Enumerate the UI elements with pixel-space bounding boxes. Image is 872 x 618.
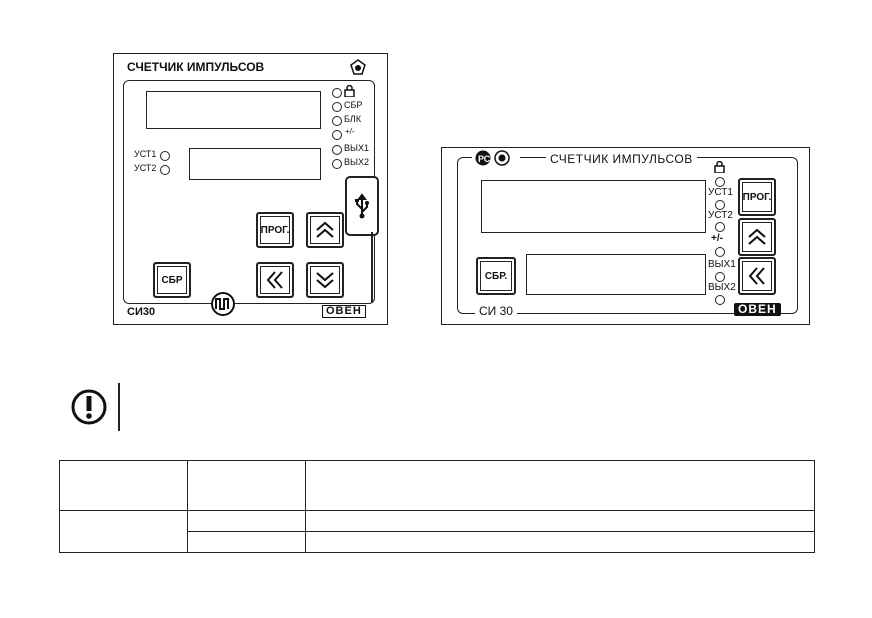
double-left-icon	[266, 271, 283, 289]
left-reset-button[interactable]: СБР	[153, 262, 191, 298]
left-prog-button[interactable]: ПРОГ.	[256, 212, 294, 248]
left-led-1	[332, 116, 342, 126]
svg-text:РС: РС	[478, 154, 491, 164]
left-led-3	[332, 145, 342, 155]
table-cell	[187, 510, 306, 532]
table-cell	[187, 460, 306, 511]
pulse-logo-icon	[210, 291, 236, 322]
double-up-icon	[316, 221, 334, 238]
warning-icon	[70, 388, 108, 431]
right-reset-label: СБР.	[484, 270, 508, 282]
lock-icon-2	[714, 160, 725, 178]
lock-icon	[344, 84, 355, 102]
left-ust2-led	[160, 165, 170, 175]
left-panel-title: СЧЕТЧИК ИМПУЛЬСОВ	[127, 60, 265, 74]
right-led-3	[715, 272, 725, 282]
spec-table	[59, 460, 815, 553]
left-led-label-2: +/-	[345, 127, 355, 136]
right-led-4	[715, 295, 725, 305]
left-led-label-1: БЛК	[344, 114, 362, 124]
left-led-label-0: СБР	[344, 100, 363, 110]
table-row	[59, 460, 815, 511]
left-ust2-label: УСТ2	[134, 163, 157, 173]
left-brand-logo: ОВЕН	[322, 305, 366, 318]
left-frame-connector	[371, 232, 373, 302]
table-cell	[305, 531, 815, 553]
right-reset-button[interactable]: СБР.	[476, 257, 516, 295]
right-model-label: СИ 30	[475, 304, 517, 318]
left-down-button[interactable]	[306, 262, 344, 298]
table-cell	[59, 460, 188, 511]
right-led-label-4: ВЫХ2	[708, 282, 736, 293]
table-cell	[187, 531, 306, 553]
right-bottom-display	[526, 254, 706, 295]
left-led-lock	[332, 88, 342, 98]
usb-icon	[355, 193, 369, 219]
left-ust1-label: УСТ1	[134, 149, 157, 159]
certification-mark-icon-2: РС	[472, 150, 520, 171]
certification-mark-icon	[350, 59, 366, 80]
left-top-display	[146, 91, 321, 129]
table-row	[59, 510, 815, 553]
right-left-button[interactable]	[738, 257, 776, 295]
double-down-icon	[316, 272, 334, 289]
right-led-label-0: УСТ1	[708, 187, 733, 198]
left-model-label: СИ30	[127, 306, 156, 318]
table-cell	[305, 460, 815, 511]
left-prog-label: ПРОГ.	[260, 224, 290, 236]
right-led-label-1: УСТ2	[708, 210, 733, 221]
right-prog-label: ПРОГ.	[742, 191, 772, 203]
table-cell	[59, 510, 188, 553]
right-brand-logo: ОВЕН	[734, 303, 781, 316]
left-ust1-led	[160, 151, 170, 161]
right-led-0	[715, 200, 725, 210]
left-led-4	[332, 159, 342, 169]
left-led-label-4: ВЫХ2	[344, 157, 369, 167]
table-cell	[305, 510, 815, 532]
table-row	[60, 531, 815, 553]
right-led-label-3: ВЫХ1	[708, 259, 736, 270]
right-up-button[interactable]	[738, 218, 776, 256]
right-led-lock	[715, 177, 725, 187]
right-top-display	[481, 180, 706, 233]
double-left-icon-2	[748, 267, 765, 285]
left-left-button[interactable]	[256, 262, 294, 298]
left-reset-label: СБР	[161, 274, 183, 286]
right-led-label-2: +/-	[711, 233, 723, 244]
left-up-button[interactable]	[306, 212, 344, 248]
usb-button[interactable]	[345, 176, 379, 236]
right-panel-title: СЧЕТЧИК ИМПУЛЬСОВ	[546, 152, 697, 166]
left-bottom-display	[189, 148, 321, 180]
left-led-2	[332, 130, 342, 140]
right-led-1	[715, 222, 725, 232]
warning-divider	[118, 383, 120, 431]
left-led-0	[332, 102, 342, 112]
double-up-icon-2	[748, 228, 766, 245]
left-led-label-3: ВЫХ1	[344, 143, 369, 153]
right-prog-button[interactable]: ПРОГ.	[738, 178, 776, 216]
right-led-2	[715, 247, 725, 257]
